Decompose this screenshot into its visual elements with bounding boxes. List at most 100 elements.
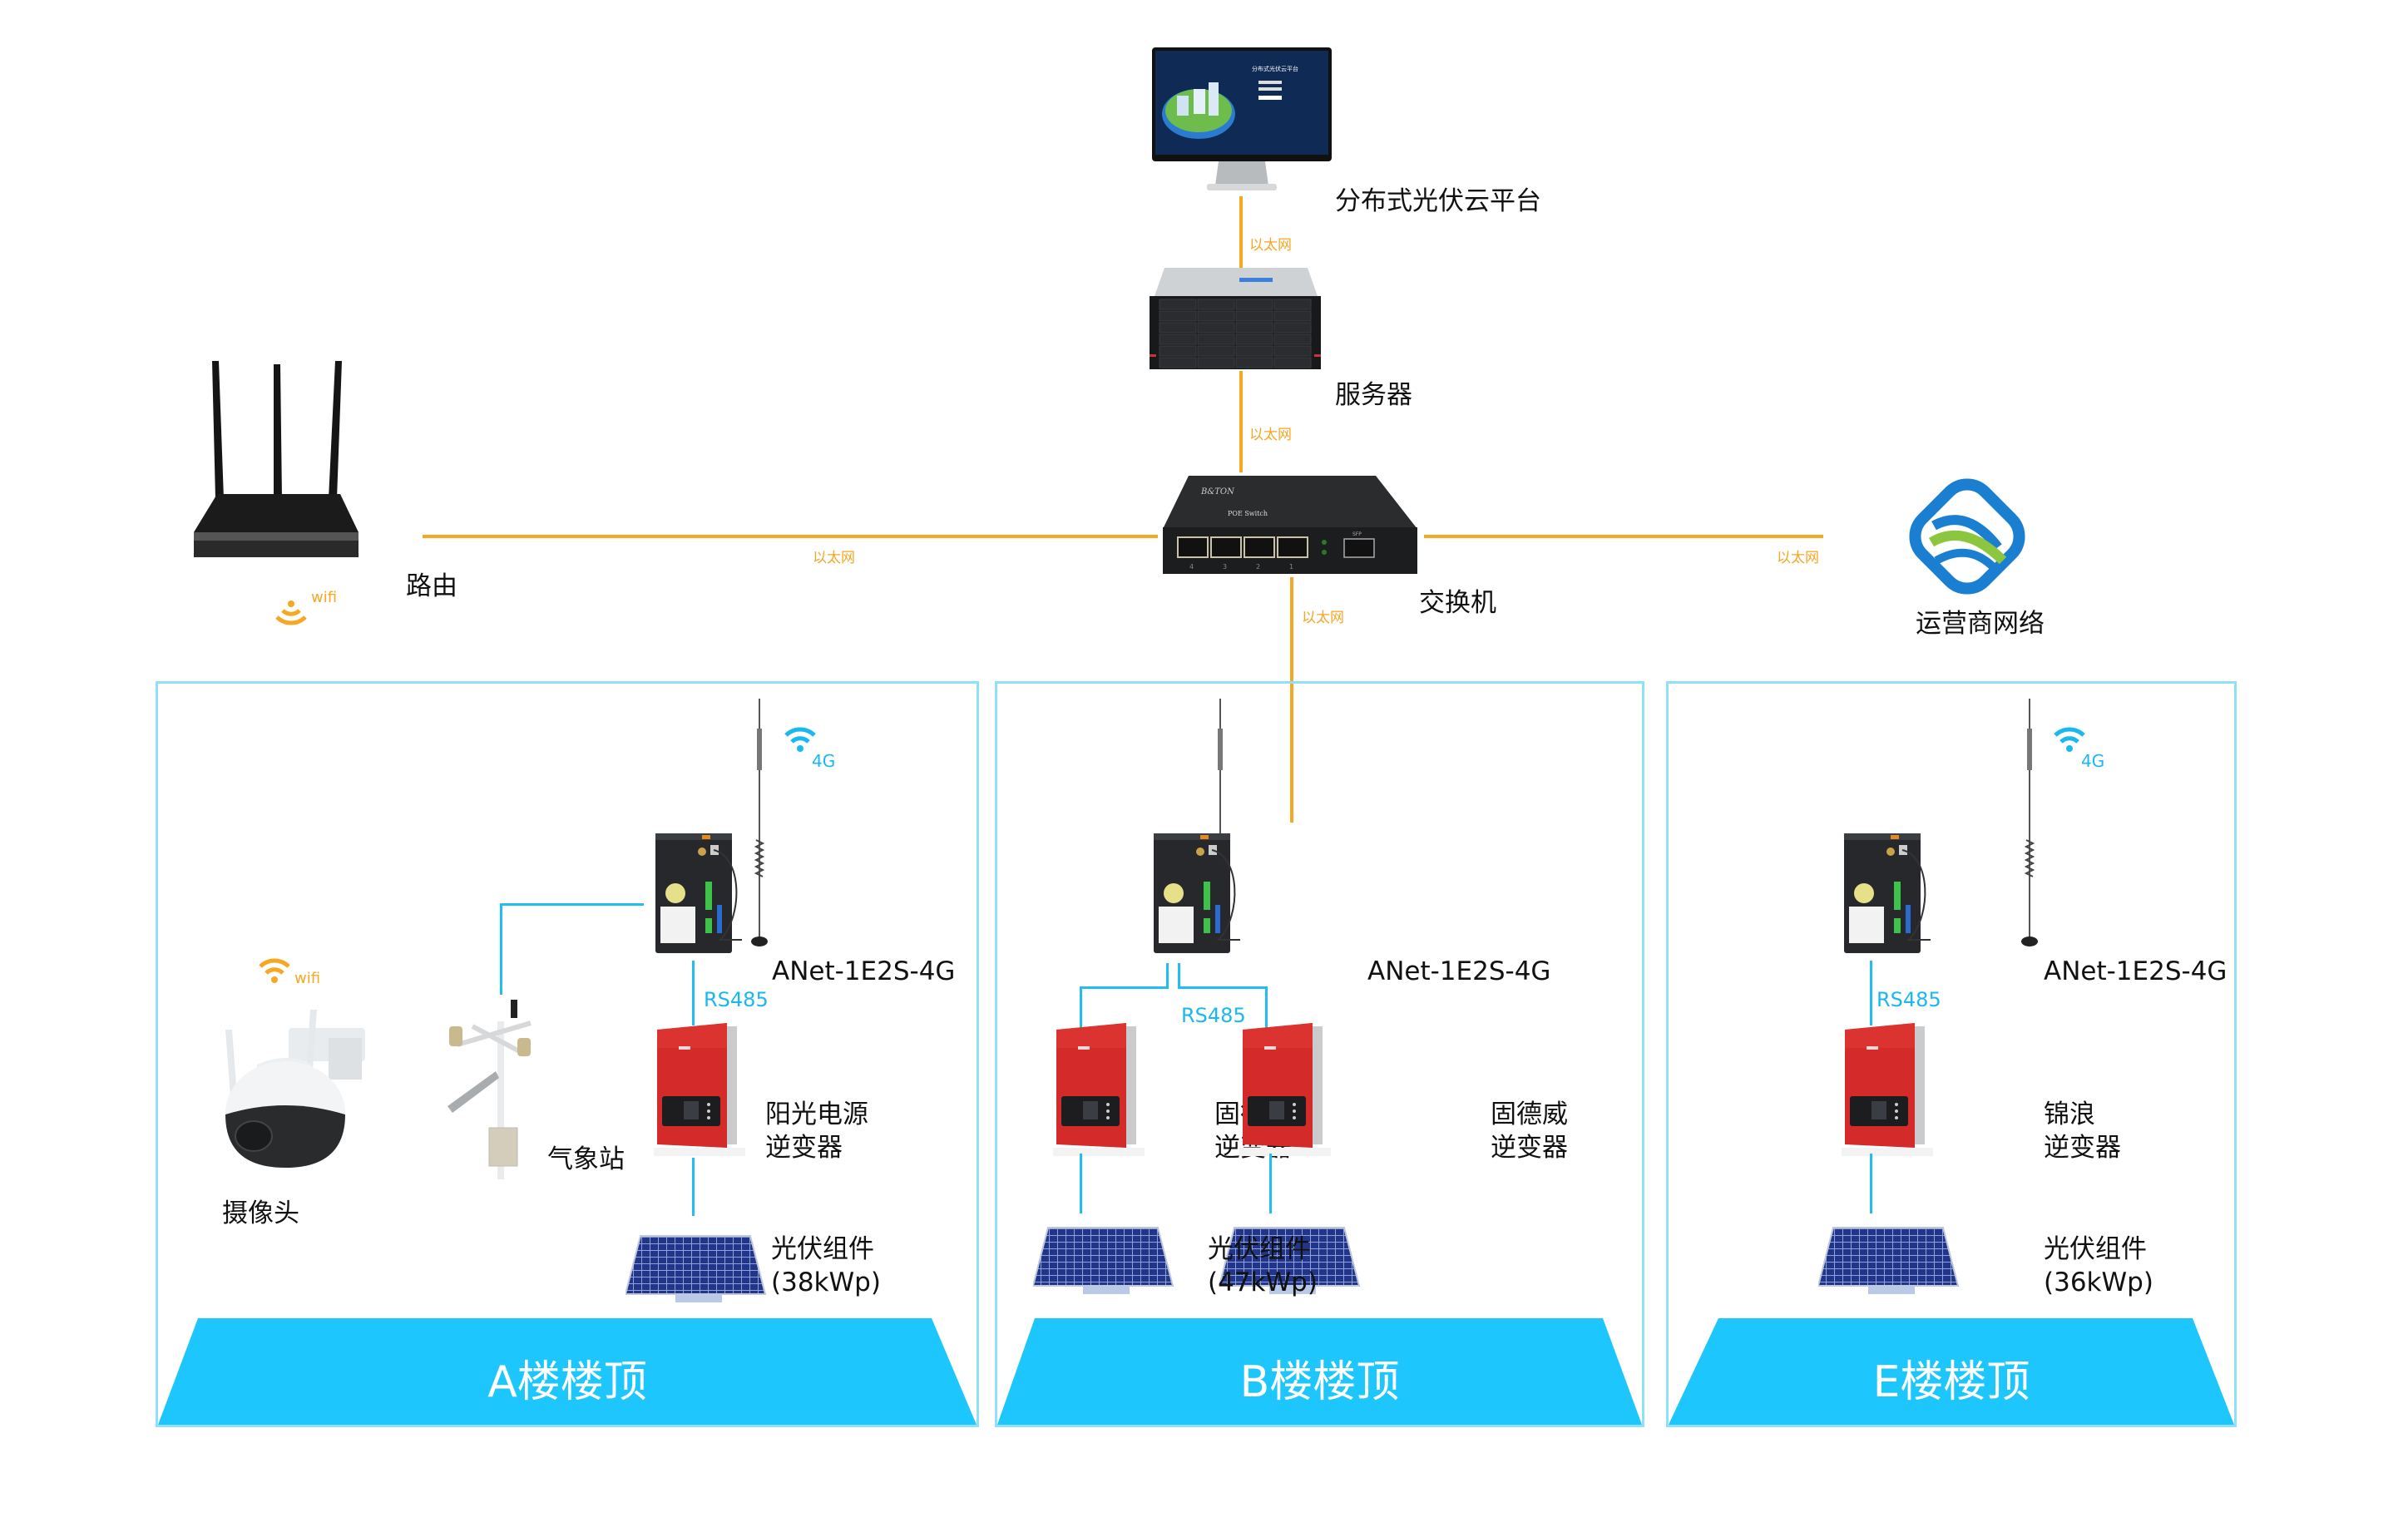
gateway-b — [1149, 832, 1257, 956]
inverter — [1842, 1023, 1933, 1156]
weather-station-label: 气象站 — [547, 1144, 625, 1174]
ethernet-label: 以太网 — [1302, 610, 1344, 626]
solar-panel-icon — [625, 1235, 766, 1303]
signal-4g: 4G — [2053, 724, 2111, 773]
dc-link — [692, 1158, 695, 1216]
pv-capacity: (47kWp) — [1208, 1268, 1318, 1297]
switch-brand: B&TON — [1200, 487, 1235, 497]
pv-capacity: (38kWp) — [771, 1268, 881, 1297]
weather-station-icon — [447, 1000, 532, 1179]
rs485-label: RS485 — [1876, 988, 1941, 1011]
cloud-platform-monitor: 分布式光伏云平台 — [1152, 46, 1332, 192]
solar-panel-icon — [1033, 1227, 1174, 1295]
port-label: 2 — [1256, 563, 1260, 571]
operator-logo-icon — [1909, 478, 2025, 595]
port-label: 3 — [1223, 563, 1227, 571]
antenna-icon — [2021, 699, 2038, 947]
inverter-icon — [1053, 1023, 1145, 1156]
router — [187, 358, 370, 562]
pv-array — [1818, 1223, 1960, 1297]
signal-4g: 4G — [784, 724, 842, 773]
rs485-link-weather-station — [500, 903, 644, 906]
gateway-a — [650, 832, 759, 956]
operator-logo — [1905, 474, 2030, 599]
building-a-panel — [156, 681, 979, 1427]
inverter-label: 阳光电源 — [765, 1100, 868, 1129]
gateway-icon — [1153, 833, 1241, 954]
rs485-link — [1178, 963, 1180, 988]
server-label: 服务器 — [1335, 380, 1412, 410]
ethernet-label: 以太网 — [813, 550, 855, 566]
pv-capacity: (36kWp) — [2044, 1268, 2153, 1297]
building-e-roof-label: E楼楼顶 — [1872, 1357, 2030, 1407]
rs485-link — [1080, 986, 1082, 1028]
solar-panel-icon — [1818, 1227, 1959, 1295]
switch-icon: B&TON POE Switch SFP 4 3 2 1 — [1163, 476, 1417, 574]
camera-wifi: wifi — [258, 955, 324, 988]
signal-label: 4G — [812, 751, 835, 771]
rs485-label: RS485 — [704, 988, 769, 1011]
wireless-signal-icon — [2055, 729, 2084, 752]
wifi-icon — [260, 961, 289, 983]
inverter-icon — [654, 1023, 745, 1156]
pv-label: 光伏组件 — [1208, 1234, 1311, 1264]
ethernet-link-switch-building-b — [1290, 577, 1293, 823]
dc-link — [1870, 1154, 1872, 1213]
camera — [212, 1005, 370, 1171]
ethernet-link-server-switch — [1239, 371, 1243, 472]
gateway-icon — [655, 833, 743, 954]
wifi-icon — [277, 600, 305, 623]
inverter-icon — [1239, 1023, 1331, 1156]
rs485-link-weather-station — [500, 903, 502, 995]
camera-label: 摄像头 — [222, 1198, 299, 1228]
rs485-link — [1166, 963, 1169, 988]
router-wifi: wifi — [274, 589, 341, 630]
monitor-icon: 分布式光伏云平台 — [1152, 47, 1332, 190]
dc-link — [1080, 1154, 1082, 1213]
sfp-label: SFP — [1352, 531, 1362, 537]
rs485-label: RS485 — [1181, 1004, 1246, 1027]
ethernet-link-router-switch — [423, 535, 1158, 538]
server — [1148, 268, 1323, 371]
camera-icon — [225, 1010, 365, 1168]
inverter — [1239, 1023, 1331, 1156]
cloud-platform-label: 分布式光伏云平台 — [1335, 186, 1541, 216]
inverter — [654, 1023, 745, 1156]
ethernet-link-platform-server — [1239, 196, 1243, 268]
port-label: 4 — [1189, 563, 1194, 571]
switch-label: 交换机 — [1419, 588, 1496, 618]
rs485-link — [1870, 961, 1872, 1025]
building-a-roof: A楼楼顶 — [158, 1318, 977, 1425]
wifi-label: wifi — [294, 970, 320, 987]
screen-title: 分布式光伏云平台 — [1252, 65, 1298, 72]
building-a-roof-label: A楼楼顶 — [487, 1357, 647, 1407]
gateway-label: ANet-1E2S-4G — [1367, 956, 1551, 986]
inverter-label: 逆变器 — [2044, 1133, 2121, 1163]
building-b-roof-label: B楼楼顶 — [1239, 1357, 1400, 1407]
building-b-panel — [995, 681, 1644, 1427]
rs485-link — [692, 961, 695, 1025]
ethernet-label: 以太网 — [1249, 237, 1292, 254]
gateway-icon — [1843, 833, 1931, 954]
antenna — [2021, 699, 2038, 948]
router-icon — [194, 361, 358, 557]
inverter-label: 逆变器 — [765, 1133, 843, 1163]
weather-station — [447, 996, 539, 1179]
ethernet-label: 以太网 — [1249, 427, 1292, 443]
ethernet-link-switch-operator — [1424, 535, 1823, 538]
switch-subtitle: POE Switch — [1228, 510, 1268, 517]
network-switch: B&TON POE Switch SFP 4 3 2 1 — [1159, 474, 1422, 577]
building-e-roof: E楼楼顶 — [1669, 1318, 2234, 1425]
building-b-roof: B楼楼顶 — [997, 1318, 1642, 1425]
dc-link — [1269, 1154, 1272, 1213]
port-label: 1 — [1289, 563, 1293, 571]
pv-array — [1033, 1223, 1174, 1297]
inverter — [1053, 1023, 1145, 1156]
signal-label: 4G — [2081, 751, 2104, 771]
pv-array — [625, 1231, 767, 1306]
inverter-label: 锦浪 — [2044, 1100, 2095, 1129]
inverter-icon — [1842, 1023, 1933, 1156]
operator-label: 运营商网络 — [1916, 609, 2045, 639]
inverter-label: 逆变器 — [1491, 1133, 1568, 1163]
gateway-label: ANet-1E2S-4G — [2044, 956, 2228, 986]
